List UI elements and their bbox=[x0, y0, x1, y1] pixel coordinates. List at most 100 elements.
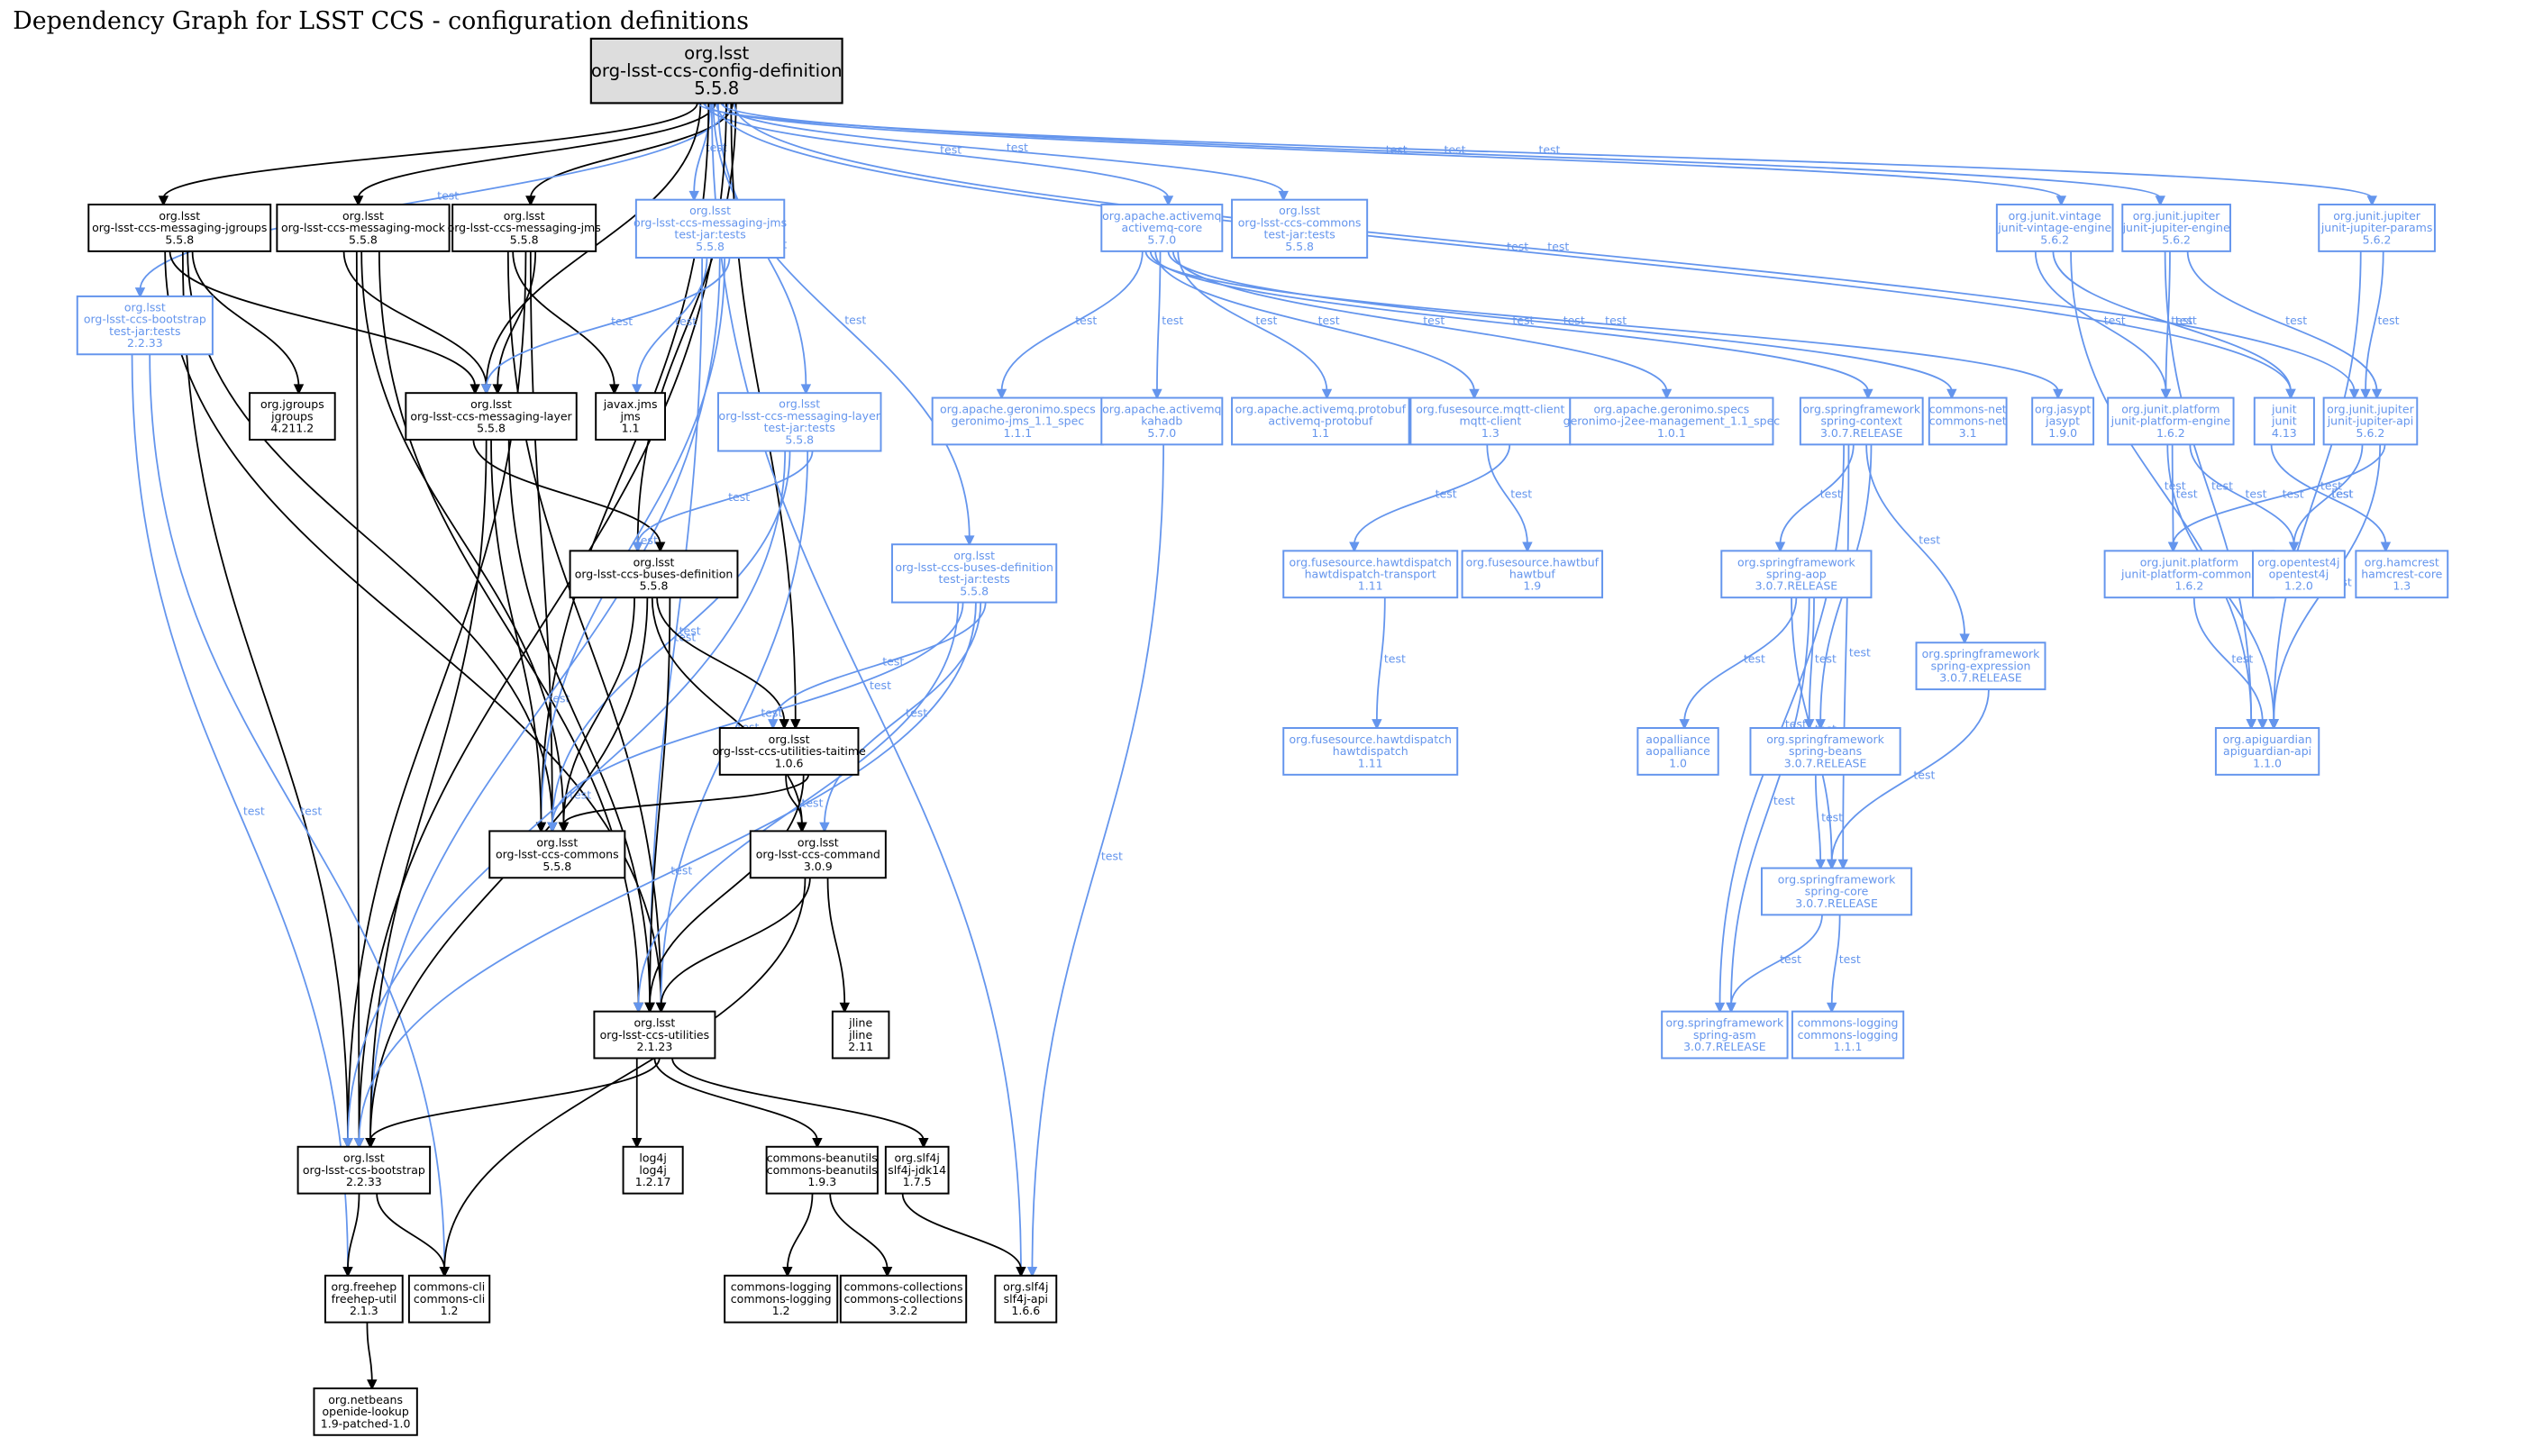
arrowhead-icon bbox=[1714, 1002, 1726, 1014]
node-label-line: 5.5.8 bbox=[542, 860, 571, 873]
node-label-line: 1.6.2 bbox=[2175, 579, 2204, 593]
node-label-line: commons-logging bbox=[1798, 1028, 1899, 1042]
node-jgroups[interactable]: org.lsstorg-lsst-ccs-messaging-jgroups5.… bbox=[87, 204, 272, 252]
node-label-line: test-jar:tests bbox=[674, 228, 745, 241]
node-jmstests[interactable]: org.lsstorg-lsst-ccs-messaging-jmstest-j… bbox=[634, 198, 787, 259]
node-collections[interactable]: commons-collectionscommons-collections3.… bbox=[839, 1274, 968, 1324]
edge-path bbox=[347, 1193, 360, 1269]
edge-path bbox=[703, 103, 2063, 199]
node-label-line: org.jgroups bbox=[260, 397, 324, 411]
node-hawttransport[interactable]: org.fusesource.hawtdispatchhawtdispatch-… bbox=[1282, 550, 1459, 599]
node-jupparams[interactable]: org.junit.jupiterjunit-jupiter-params5.6… bbox=[2318, 204, 2436, 252]
arrowhead-icon bbox=[2053, 388, 2064, 400]
node-j2ee[interactable]: org.apache.geronimo.specsgeronimo-j2ee-m… bbox=[1563, 396, 1781, 446]
node-label-line: 5.6.2 bbox=[2356, 426, 2385, 440]
edge-label-test: test bbox=[2285, 314, 2307, 327]
node-label-line: commons-logging bbox=[731, 1280, 832, 1294]
node-box bbox=[2031, 396, 2095, 446]
node-springaop[interactable]: org.springframeworkspring-aop3.0.7.RELEA… bbox=[1720, 550, 1873, 599]
edge-label-test: test bbox=[2176, 487, 2198, 500]
node-label-line: org.fusesource.mqtt-client bbox=[1416, 402, 1564, 415]
node-protobuf[interactable]: org.apache.activemq.protobufactivemq-pro… bbox=[1231, 396, 1410, 446]
node-hawtdispatch[interactable]: org.fusesource.hawtdispatchhawtdispatch1… bbox=[1282, 727, 1459, 776]
node-springctx[interactable]: org.springframeworkspring-context3.0.7.R… bbox=[1799, 396, 1924, 446]
node-label-line: 5.6.2 bbox=[2363, 232, 2392, 246]
node-layer[interactable]: org.lsstorg-lsst-ccs-messaging-layer5.5.… bbox=[405, 392, 578, 441]
node-box bbox=[296, 1145, 432, 1195]
node-taitime[interactable]: org.lsstorg-lsst-ccs-utilities-taitime1.… bbox=[712, 727, 866, 776]
node-geronimojms[interactable]: org.apache.geronimo.specsgeronimo-jms_1.… bbox=[931, 396, 1105, 446]
edge-jmstests-to-layer: test bbox=[480, 258, 731, 396]
node-box bbox=[749, 830, 887, 879]
edge-label-test: test bbox=[1744, 652, 1765, 666]
node-box bbox=[2214, 727, 2320, 776]
node-box bbox=[884, 1145, 950, 1195]
arrowhead-icon bbox=[654, 541, 666, 553]
node-box bbox=[1749, 727, 1901, 776]
edge-path bbox=[656, 597, 786, 722]
node-label-line: junit bbox=[2271, 414, 2297, 428]
node-vintage[interactable]: org.junit.vintagejunit-vintage-engine5.6… bbox=[1995, 204, 2114, 252]
node-platengine[interactable]: org.junit.platformjunit-platform-engine1… bbox=[2107, 396, 2235, 446]
node-layertests[interactable]: org.lsstorg-lsst-ccs-messaging-layertest… bbox=[717, 392, 882, 452]
node-springasm[interactable]: org.springframeworkspring-asm3.0.7.RELEA… bbox=[1661, 1010, 1789, 1060]
node-box bbox=[1791, 1010, 1905, 1060]
arrowhead-icon bbox=[558, 822, 570, 833]
node-openide[interactable]: org.netbeansopenide-lookup1.9-patched-1.… bbox=[313, 1387, 418, 1436]
edge-bootstrap-to-commonscli bbox=[376, 1193, 450, 1278]
edge-amqcore-to-kahadb: test bbox=[1152, 250, 1183, 400]
node-busesdef[interactable]: org.lsstorg-lsst-ccs-buses-definition5.5… bbox=[569, 550, 739, 599]
edge-amqcore-to-mqtt: test bbox=[1154, 250, 1480, 400]
arrowhead-icon bbox=[779, 719, 789, 731]
edge-path bbox=[2052, 250, 2292, 392]
edge-utilities-to-beanutils bbox=[653, 1058, 823, 1149]
arrowhead-icon bbox=[790, 719, 801, 731]
node-busestests[interactable]: org.lsstorg-lsst-ccs-buses-definitiontes… bbox=[891, 543, 1058, 604]
node-springexpr[interactable]: org.springframeworkspring-expression3.0.… bbox=[1915, 642, 2046, 691]
node-commonstests[interactable]: org.lsstorg-lsst-ccs-commonstest-jar:tes… bbox=[1231, 198, 1369, 259]
node-box bbox=[1720, 550, 1873, 599]
node-boottests[interactable]: org.lsstorg-lsst-ccs-bootstraptest-jar:t… bbox=[76, 295, 214, 356]
node-jupengine[interactable]: org.junit.jupiterjunit-jupiter-engine5.6… bbox=[2121, 204, 2231, 252]
node-platcommons[interactable]: org.junit.platformjunit-platform-commons… bbox=[2103, 550, 2275, 599]
edge-layer-to-utilities bbox=[507, 440, 655, 1014]
node-springbeans[interactable]: org.springframeworkspring-beans3.0.7.REL… bbox=[1749, 727, 1901, 776]
node-root[interactable]: org.lsstorg-lsst-ccs-config-definition5.… bbox=[589, 37, 843, 105]
edge-root-to-slf4japi: test bbox=[710, 103, 1026, 1278]
node-box bbox=[407, 1274, 491, 1324]
node-label-line: 4.13 bbox=[2272, 426, 2297, 440]
node-springcore[interactable]: org.springframeworkspring-core3.0.7.RELE… bbox=[1760, 867, 1913, 916]
edge-path bbox=[651, 597, 803, 825]
arrowhead-icon bbox=[1162, 196, 1174, 207]
node-label-line: org.fusesource.hawtbuf bbox=[1466, 555, 1600, 569]
